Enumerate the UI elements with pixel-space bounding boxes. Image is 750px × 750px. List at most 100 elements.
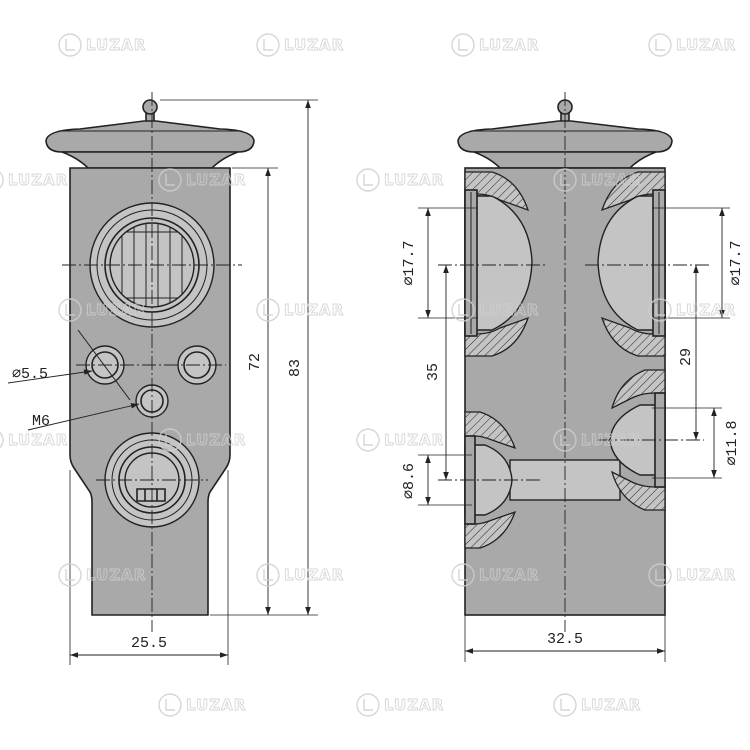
watermark-logo: LUZAR — [648, 563, 736, 587]
watermark-text: LUZAR — [384, 431, 444, 449]
watermark-emblem-mark-icon — [263, 39, 273, 51]
watermark-logo: LUZAR — [451, 33, 539, 57]
watermark-emblem-icon — [451, 33, 475, 57]
front-view: ⌀5.5 M6 72 83 25.5 — [7, 92, 318, 665]
watermark-emblem-icon — [158, 168, 182, 192]
watermark-emblem-mark-icon — [263, 304, 273, 316]
watermark-emblem-mark-icon — [165, 174, 175, 186]
watermark-emblem-mark-icon — [458, 304, 468, 316]
lower-right-bore-section-bottom — [610, 470, 666, 511]
watermark-text: LUZAR — [186, 696, 246, 714]
watermark-text: LUZAR — [8, 431, 68, 449]
watermark-emblem-icon — [356, 428, 380, 452]
overall-height-label: 83 — [287, 359, 304, 377]
watermark-logo: LUZAR — [356, 168, 444, 192]
watermark-logo: LUZAR — [0, 431, 68, 449]
watermark-layer: LUZAR LUZAR LUZAR LUZAR LUZAR LUZAR LUZAR LUZAR… — [0, 33, 736, 717]
body-height-label: 72 — [247, 353, 264, 371]
watermark-text: LUZAR — [581, 431, 641, 449]
watermark-text: LUZAR — [479, 301, 539, 319]
upper-left-bore-section-top — [464, 171, 530, 212]
watermark-logo: LUZAR — [256, 33, 344, 57]
upper-left-bore-cavity — [464, 195, 533, 331]
upper-right-bore — [597, 171, 666, 357]
upper-left-bore-section-bottom — [464, 316, 530, 357]
watermark-logo: LUZAR — [58, 298, 146, 322]
watermark-emblem-mark-icon — [363, 699, 373, 711]
watermark-text: LUZAR — [284, 566, 344, 584]
lower-left-bore-section-bottom — [464, 510, 517, 549]
watermark-logo: LUZAR — [58, 563, 146, 587]
watermark-logo: LUZAR — [356, 693, 444, 717]
watermark-text: LUZAR — [479, 566, 539, 584]
upper-right-port-label: ⌀17.7 — [728, 240, 745, 285]
watermark-emblem-icon — [0, 431, 4, 449]
side-view: ⌀17.7 35 ⌀8.6 ⌀17.7 29 ⌀11.8 32.5 — [401, 92, 745, 662]
watermark-emblem-mark-icon — [560, 174, 570, 186]
watermark-emblem-mark-icon — [65, 304, 75, 316]
watermark-emblem-icon — [451, 298, 475, 322]
watermark-text: LUZAR — [284, 36, 344, 54]
lower-left-bore-section-top — [464, 411, 517, 450]
cap-knob — [142, 99, 158, 115]
watermark-emblem-icon — [648, 33, 672, 57]
watermark-text: LUZAR — [581, 696, 641, 714]
thread-label: M6 — [32, 413, 50, 430]
watermark-emblem-mark-icon — [363, 434, 373, 446]
watermark-emblem-icon — [356, 168, 380, 192]
watermark-emblem-icon — [58, 33, 82, 57]
watermark-emblem-mark-icon — [65, 39, 75, 51]
watermark-text: LUZAR — [384, 171, 444, 189]
watermark-emblem-mark-icon — [560, 434, 570, 446]
watermark-emblem-icon — [256, 33, 280, 57]
watermark-emblem-icon — [553, 693, 577, 717]
watermark-logo: LUZAR — [256, 563, 344, 587]
upper-right-bore-section-bottom — [600, 316, 666, 357]
watermark-logo: LUZAR — [451, 563, 539, 587]
lower-right-port-label: ⌀11.8 — [724, 420, 741, 465]
watermark-emblem-icon — [648, 563, 672, 587]
watermark-emblem-icon — [158, 693, 182, 717]
watermark-emblem-icon — [0, 171, 4, 189]
watermark-emblem-icon — [648, 298, 672, 322]
watermark-emblem-mark-icon — [655, 569, 665, 581]
watermark-logo: LUZAR — [648, 33, 736, 57]
cap-rim — [45, 120, 255, 153]
watermark-logo: LUZAR — [256, 298, 344, 322]
front-view-cap — [45, 99, 255, 169]
watermark-text: LUZAR — [384, 696, 444, 714]
watermark-logo: LUZAR — [356, 428, 444, 452]
watermark-emblem-icon — [356, 693, 380, 717]
watermark-logo: LUZAR — [648, 298, 736, 322]
left-hole-inner — [91, 351, 119, 379]
watermark-emblem-mark-icon — [65, 569, 75, 581]
right-port-spacing-label: 29 — [678, 348, 695, 366]
upper-left-port-label: ⌀17.7 — [401, 240, 418, 285]
bottom-port-insert — [136, 488, 166, 502]
watermark-logo: LUZAR — [158, 168, 246, 192]
hole-diameter-label: ⌀5.5 — [12, 366, 48, 383]
watermark-emblem-icon — [451, 563, 475, 587]
watermark-text: LUZAR — [8, 171, 68, 189]
upper-left-bore — [464, 171, 533, 357]
watermark-text: LUZAR — [581, 171, 641, 189]
watermark-logo: LUZAR — [553, 168, 641, 192]
hole-diameter-leader — [7, 369, 93, 384]
watermark-text: LUZAR — [186, 431, 246, 449]
watermark-logo: LUZAR — [553, 693, 641, 717]
watermark-text: LUZAR — [86, 301, 146, 319]
watermark-logo: LUZAR — [158, 428, 246, 452]
watermark-text: LUZAR — [479, 36, 539, 54]
cap-underside — [61, 151, 239, 169]
watermark-logo: LUZAR — [451, 298, 539, 322]
watermark-emblem-icon — [553, 168, 577, 192]
watermark-emblem-mark-icon — [263, 569, 273, 581]
watermark-text: LUZAR — [86, 36, 146, 54]
watermark-text: LUZAR — [284, 301, 344, 319]
side-width-label: 32.5 — [547, 631, 583, 648]
watermark-text: LUZAR — [186, 171, 246, 189]
watermark-text: LUZAR — [676, 36, 736, 54]
watermark-emblem-icon — [256, 563, 280, 587]
upper-right-bore-cavity — [597, 195, 666, 331]
